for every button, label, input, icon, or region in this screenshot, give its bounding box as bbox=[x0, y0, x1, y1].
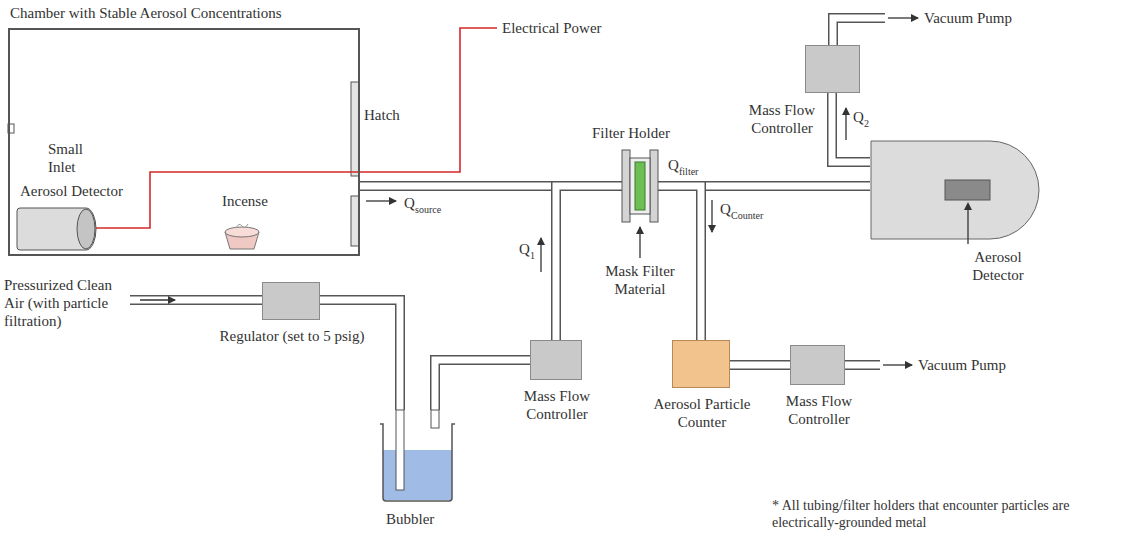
air-inlet-tube bbox=[130, 300, 262, 301]
tube-connector bbox=[320, 300, 400, 410]
hatch-plate bbox=[351, 82, 359, 176]
text-label: Q bbox=[720, 200, 731, 218]
power-wire bbox=[96, 28, 497, 228]
node-label: Mass Flow Controller bbox=[517, 387, 597, 423]
node-label: Chamber with Stable Aerosol Concentratio… bbox=[10, 4, 282, 22]
flow-arrow bbox=[366, 200, 396, 201]
text-label: 2 bbox=[864, 118, 869, 130]
bubbler-beaker-outline bbox=[380, 410, 455, 502]
text-label: Counter bbox=[731, 210, 763, 222]
node-label: Aerosol Detector bbox=[958, 248, 1038, 284]
node-label: Bubbler bbox=[386, 510, 434, 528]
node-label: Aerosol Particle Counter bbox=[643, 395, 761, 431]
incense-dish: Incense bbox=[224, 224, 260, 250]
aerosol-detector-outline bbox=[870, 140, 1040, 240]
text-label: Mask Filter Material bbox=[600, 262, 680, 298]
hatch-plate bbox=[351, 196, 359, 246]
flow-arrow bbox=[540, 238, 541, 272]
text-label: Vacuum Pump bbox=[924, 9, 1012, 27]
tube-connector bbox=[435, 360, 530, 410]
node-label: Incense bbox=[222, 192, 268, 210]
text-label: Hatch bbox=[364, 106, 400, 124]
filter-holder: Filter Holder bbox=[622, 150, 658, 222]
text-label: * All tubing/filter holders that encount… bbox=[772, 498, 1107, 532]
vacuum-arrow bbox=[883, 364, 912, 365]
bubbler-beaker: Bubbler bbox=[380, 410, 455, 502]
text-label: filter bbox=[679, 166, 698, 178]
node-label: Mass Flow Controller bbox=[779, 392, 859, 428]
flow-arrow bbox=[140, 299, 175, 300]
regulator-box: Regulator (set to 5 psig) bbox=[262, 282, 320, 320]
detector-cylinder-outline bbox=[16, 207, 98, 251]
text-label: Q bbox=[519, 240, 530, 258]
text-label: 1 bbox=[530, 250, 535, 262]
text-label: Pressurized Clean Air (with particle fil… bbox=[4, 276, 129, 330]
vacuum-arrow bbox=[888, 17, 918, 18]
detector-cylinder: Aerosol Detector bbox=[16, 207, 98, 251]
flow-arrow bbox=[711, 200, 712, 232]
text-label: Q bbox=[853, 108, 864, 126]
filter-holder-outline bbox=[622, 150, 658, 222]
text-label: source bbox=[415, 204, 441, 216]
text-label: Q bbox=[404, 194, 415, 212]
text-label: Vacuum Pump bbox=[918, 356, 1006, 374]
leader-arrow bbox=[639, 227, 640, 258]
flow-arrow bbox=[845, 108, 846, 140]
tube-connector bbox=[730, 365, 790, 366]
mass-flow-controller: Mass Flow Controller bbox=[790, 345, 845, 385]
incense-dish-outline bbox=[224, 224, 260, 250]
text-label: Small Inlet bbox=[48, 140, 98, 176]
text-label: Electrical Power bbox=[502, 19, 602, 37]
node-label: Regulator (set to 5 psig) bbox=[209, 327, 375, 345]
tube-connector bbox=[832, 93, 870, 162]
node-label: Mass Flow Controller bbox=[742, 101, 822, 137]
particle-counter: Aerosol Particle Counter bbox=[672, 340, 730, 388]
node-label: Filter Holder bbox=[592, 124, 670, 142]
text-label: Q bbox=[668, 156, 679, 174]
node-label: Aerosol Detector bbox=[20, 182, 123, 200]
mass-flow-controller: Mass Flow Controller bbox=[530, 340, 582, 380]
mass-flow-controller: Mass Flow Controller bbox=[805, 45, 860, 93]
aerosol-detector: Aerosol Detector bbox=[870, 140, 1040, 240]
